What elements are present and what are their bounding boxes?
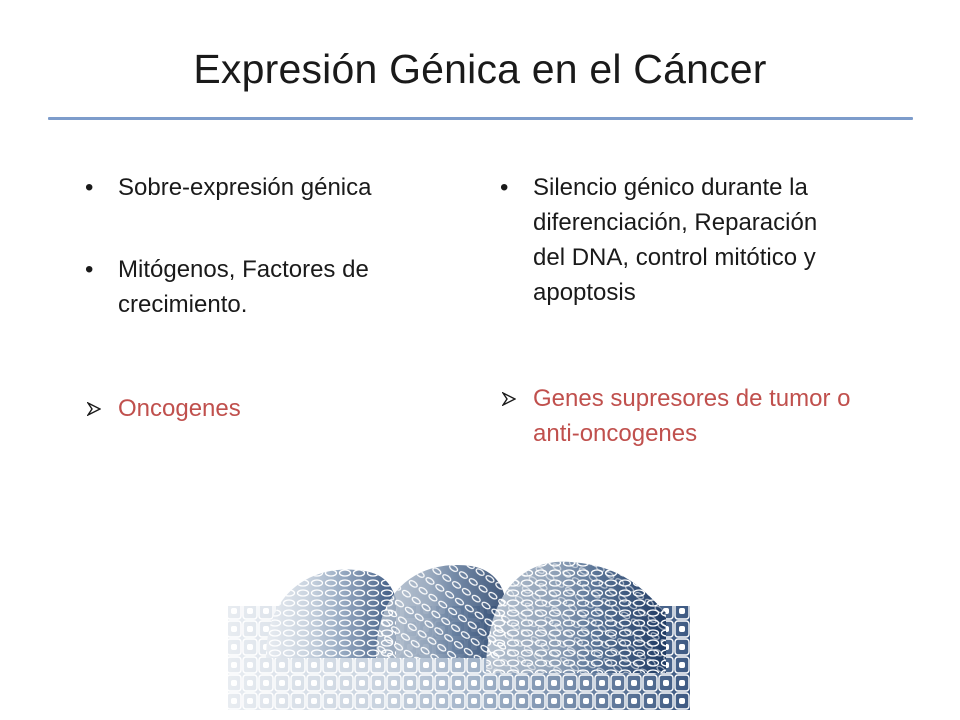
left-highlight: Oncogenes xyxy=(85,391,465,426)
left-bullet-1: • Sobre-expresión génica xyxy=(85,170,465,205)
tumor-tissue-illustration xyxy=(228,561,690,710)
right-bullet-1: • Silencio génico durante la diferenciac… xyxy=(500,170,833,310)
arrow-bullet-icon xyxy=(502,392,516,406)
left-bullet-2: • Mitógenos, Factores de crecimiento. xyxy=(85,252,465,322)
arrow-bullet-icon xyxy=(87,402,101,416)
left-bullet-2-text: Mitógenos, Factores de crecimiento. xyxy=(118,256,369,318)
bullet-icon: • xyxy=(85,256,94,283)
bullet-icon: • xyxy=(85,174,94,201)
right-highlight-text: Genes supresores de tumor o anti-oncogen… xyxy=(533,385,851,447)
left-column: • Sobre-expresión génica • Mitógenos, Fa… xyxy=(85,170,465,422)
slide-title: Expresión Génica en el Cáncer xyxy=(193,46,767,92)
right-highlight: Genes supresores de tumor o anti-oncogen… xyxy=(500,381,893,451)
bullet-icon: • xyxy=(500,174,509,201)
right-column: • Silencio génico durante la diferenciac… xyxy=(500,170,900,447)
left-highlight-text: Oncogenes xyxy=(118,395,241,422)
right-bullet-1-text: Silencio génico durante la diferenciació… xyxy=(533,174,818,306)
left-bullet-1-text: Sobre-expresión génica xyxy=(118,174,372,201)
title-divider xyxy=(48,117,913,120)
